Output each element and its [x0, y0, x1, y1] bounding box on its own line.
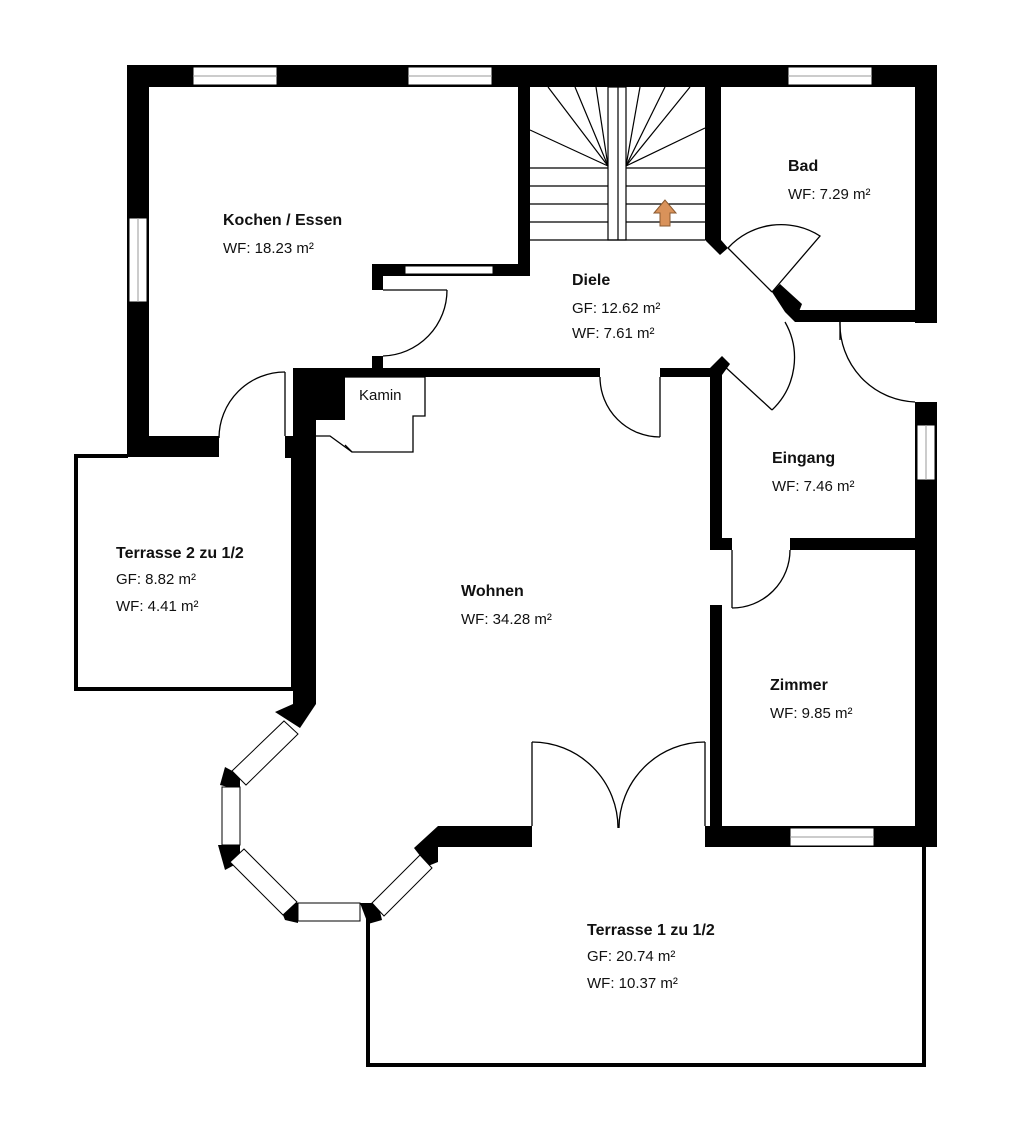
room-wf-diele: WF: 7.61 m²: [572, 325, 655, 342]
doors: [218, 223, 916, 829]
room-gf-terrasse-2: GF: 8.82 m²: [116, 571, 196, 588]
room-zimmer: Zimmer WF: 9.85 m²: [770, 677, 853, 722]
terrace-1-outline: [366, 842, 926, 1067]
room-wohnen: Wohnen WF: 34.28 m²: [461, 583, 552, 628]
room-wf-zimmer: WF: 9.85 m²: [770, 705, 853, 722]
stair-direction-arrow-icon: [652, 199, 678, 227]
kamin: [316, 376, 426, 453]
room-terrasse-2: Terrasse 2 zu 1/2 GF: 8.82 m² WF: 4.41 m…: [116, 545, 244, 615]
room-name-kochen: Kochen / Essen: [223, 212, 342, 229]
kamin-label: Kamin: [359, 387, 402, 404]
room-name-terrasse-1: Terrasse 1 zu 1/2: [587, 922, 715, 939]
room-name-wohnen: Wohnen: [461, 583, 524, 600]
exterior-walls: [127, 65, 937, 924]
room-name-terrasse-2: Terrasse 2 zu 1/2: [116, 545, 244, 562]
room-kochen-essen: Kochen / Essen WF: 18.23 m²: [223, 212, 342, 257]
room-wf-terrasse-2: WF: 4.41 m²: [116, 598, 199, 615]
room-wf-bad: WF: 7.29 m²: [788, 186, 871, 203]
room-wf-terrasse-1: WF: 10.37 m²: [587, 975, 678, 992]
room-name-zimmer: Zimmer: [770, 677, 828, 694]
wall-windows: [128, 66, 936, 847]
interior-walls: [285, 87, 937, 847]
room-wf-wohnen: WF: 34.28 m²: [461, 611, 552, 628]
room-bad: Bad WF: 7.29 m²: [788, 158, 871, 203]
staircase: [529, 86, 706, 241]
room-wf-eingang: WF: 7.46 m²: [772, 478, 855, 495]
bay-windows: [221, 720, 433, 922]
room-name-bad: Bad: [788, 158, 818, 175]
room-name-diele: Diele: [572, 272, 610, 289]
room-eingang: Eingang WF: 7.46 m²: [772, 450, 855, 495]
room-wf-kochen: WF: 18.23 m²: [223, 240, 314, 257]
room-terrasse-1: Terrasse 1 zu 1/2 GF: 20.74 m² WF: 10.37…: [587, 922, 715, 992]
room-diele: Diele GF: 12.62 m² WF: 7.61 m²: [572, 272, 660, 342]
room-gf-diele: GF: 12.62 m²: [572, 300, 660, 317]
room-gf-terrasse-1: GF: 20.74 m²: [587, 948, 675, 965]
room-name-eingang: Eingang: [772, 450, 835, 467]
